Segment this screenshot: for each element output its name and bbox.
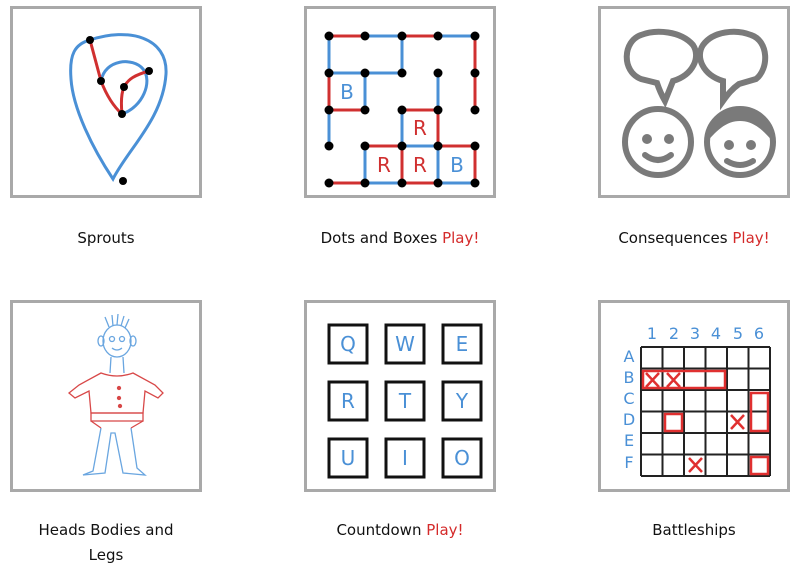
consequences-link[interactable]: Consequences: [618, 229, 728, 247]
sprouts-thumbnail[interactable]: [10, 6, 202, 198]
svg-text:6: 6: [754, 324, 764, 343]
svg-text:E: E: [624, 431, 634, 450]
svg-text:5: 5: [733, 324, 743, 343]
svg-text:4: 4: [711, 324, 721, 343]
svg-text:F: F: [624, 453, 633, 472]
letter-tile: O: [454, 446, 470, 470]
box-letter: B: [450, 153, 464, 177]
svg-text:3: 3: [690, 324, 700, 343]
letter-tile: Y: [455, 389, 469, 413]
box-letter: R: [413, 116, 427, 140]
box-letter: R: [377, 153, 391, 177]
box-letter: R: [413, 153, 427, 177]
countdown-thumbnail[interactable]: Q W E R T Y U I O: [304, 300, 496, 492]
svg-text:D: D: [623, 410, 635, 429]
svg-text:C: C: [623, 389, 634, 408]
heads-bodies-legs-thumbnail[interactable]: [10, 300, 202, 492]
game-title-battleships: Battleships: [598, 518, 790, 543]
letter-tile: T: [398, 389, 412, 413]
countdown-icon: Q W E R T Y U I O: [327, 323, 483, 479]
game-title-dots-and-boxes: Dots and Boxes Play!: [304, 226, 496, 251]
svg-text:B: B: [624, 368, 635, 387]
letter-tile: E: [456, 332, 469, 356]
game-title-consequences: Consequences Play!: [598, 226, 790, 251]
game-title-countdown: Countdown Play!: [304, 518, 496, 543]
consequences-icon: [622, 28, 776, 178]
letter-tile: Q: [340, 332, 356, 356]
dots-and-boxes-link[interactable]: Dots and Boxes: [320, 229, 438, 247]
sprouts-link[interactable]: Sprouts: [77, 229, 135, 247]
letter-tile: W: [395, 332, 415, 356]
dots-and-boxes-thumbnail[interactable]: B R R R B: [304, 6, 496, 198]
consequences-thumbnail[interactable]: [598, 6, 790, 198]
consequences-play-link[interactable]: Play!: [732, 229, 770, 247]
dots-and-boxes-play-link[interactable]: Play!: [442, 229, 480, 247]
battleships-icon: 1 2 3 4 5 6 A B C D E F: [623, 324, 771, 477]
letter-tile: I: [402, 446, 408, 470]
sprouts-icon: [69, 33, 168, 185]
svg-text:2: 2: [669, 324, 679, 343]
dots-and-boxes-icon: B R R R B: [324, 31, 480, 188]
heads-bodies-legs-icon: [67, 313, 164, 476]
svg-text:1: 1: [647, 324, 657, 343]
battleships-link[interactable]: Battleships: [652, 521, 736, 539]
countdown-link[interactable]: Countdown: [336, 521, 422, 539]
box-letter: B: [340, 80, 354, 104]
svg-text:A: A: [624, 347, 635, 366]
letter-tile: U: [341, 446, 356, 470]
game-title-sprouts: Sprouts: [10, 226, 202, 251]
battleships-thumbnail[interactable]: 1 2 3 4 5 6 A B C D E F: [598, 300, 790, 492]
letter-tile: R: [341, 389, 355, 413]
countdown-play-link[interactable]: Play!: [426, 521, 464, 539]
